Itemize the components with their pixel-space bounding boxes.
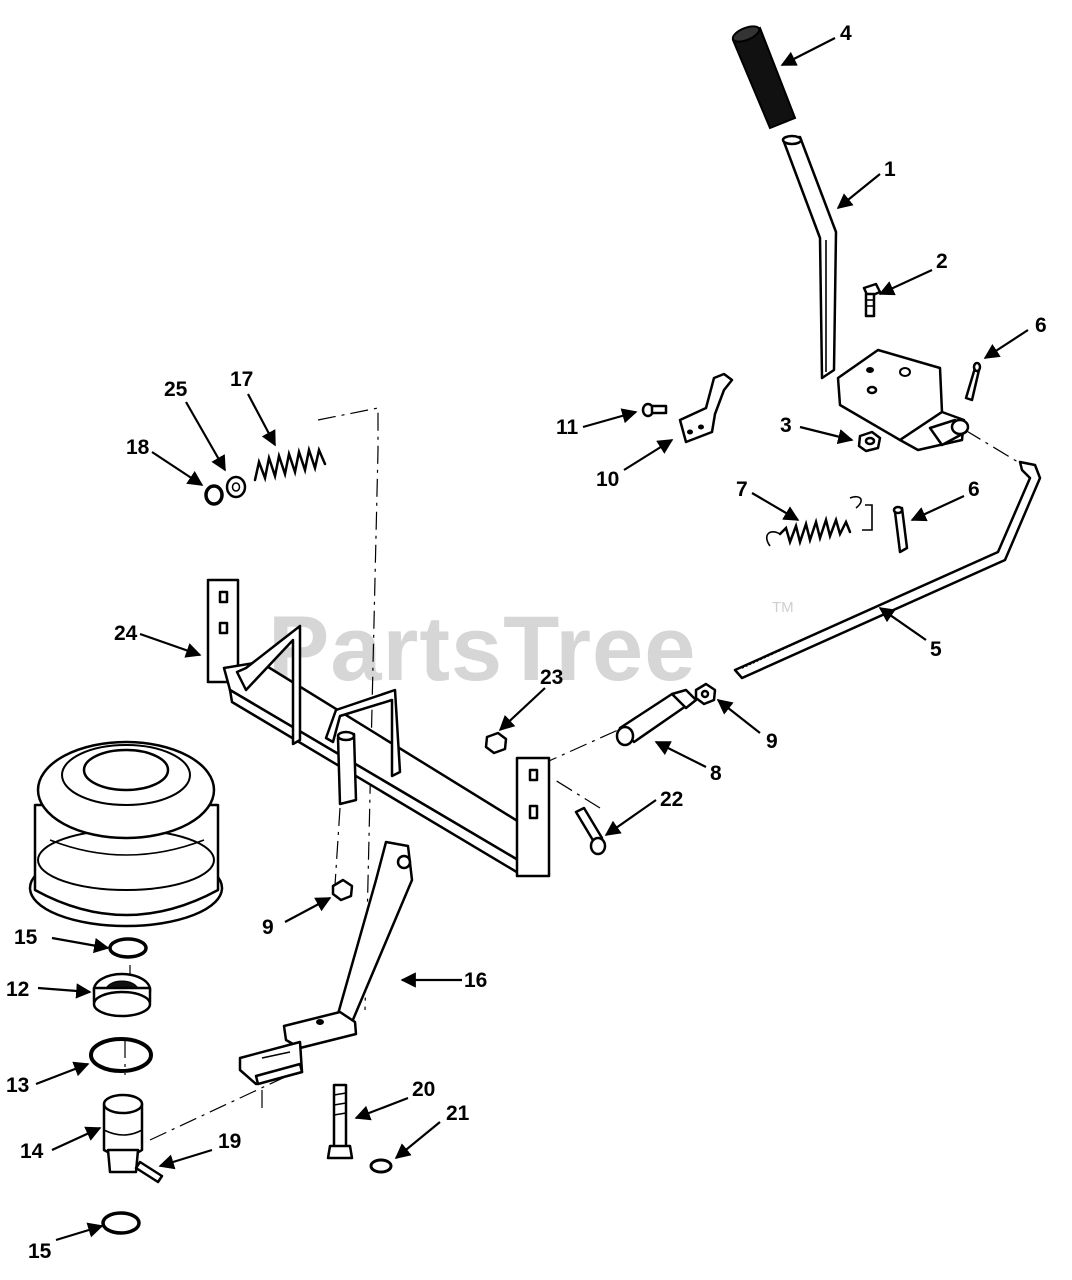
callout-17: 17: [230, 368, 253, 391]
callout-21: 21: [446, 1102, 470, 1125]
callout-3: 3: [780, 414, 792, 437]
part-24-frame: [206, 578, 551, 878]
part-8-spacer: [615, 688, 698, 747]
callout-6-lower: 6: [968, 478, 980, 501]
part-6-cotter-pin-top: [964, 361, 982, 402]
callout-9-left: 9: [262, 916, 274, 939]
callout-24: 24: [114, 622, 138, 645]
part-9-nut-lower: [331, 878, 354, 902]
callout-22: 22: [660, 788, 683, 811]
part-23-nut: [484, 731, 508, 755]
part-6-cotter-pin-lower: [892, 505, 909, 554]
part-1-lever: [781, 134, 838, 380]
part-21-washer: [369, 1158, 393, 1174]
part-5-rod: [733, 460, 1042, 680]
callout-13: 13: [6, 1074, 29, 1097]
part-15-ring-upper: [108, 937, 148, 959]
assembly-lines: [124, 407, 1019, 1141]
callout-25: 25: [164, 378, 188, 401]
part-7-spring: [765, 495, 862, 547]
part-12-bearing: [92, 972, 152, 1018]
part-22-bolt: [574, 806, 607, 856]
callout-12: 12: [6, 978, 29, 1001]
callout-15-bottom: 15: [28, 1240, 52, 1263]
callout-6-top: 6: [1035, 314, 1047, 337]
callout-11: 11: [556, 416, 579, 439]
callout-7: 7: [736, 478, 748, 501]
part-19-pin: [134, 1160, 164, 1184]
part-1-bracket: [836, 348, 970, 452]
part-18-clip: [204, 484, 224, 506]
part-4-grip: [731, 25, 797, 130]
callout-16: 16: [464, 969, 487, 992]
callout-14: 14: [20, 1140, 44, 1163]
callout-1: 1: [884, 158, 896, 181]
part-2-bolt: [862, 282, 882, 318]
part-17-spring: [253, 445, 327, 483]
callout-10: 10: [596, 468, 619, 491]
watermark-trademark: TM: [772, 599, 794, 616]
callout-23: 23: [540, 666, 563, 689]
callout-labels: 4 1 2 6 3 11 10 17 25 18 7 6 24 5 23 9 8…: [6, 22, 1047, 1263]
callout-15-top: 15: [14, 926, 38, 949]
callout-18: 18: [126, 436, 150, 459]
part-20-bolt: [326, 1083, 354, 1160]
part-15-ring-lower: [101, 1211, 141, 1235]
part-25-washer: [225, 475, 247, 499]
callout-19: 19: [218, 1130, 241, 1153]
part-13-ring: [89, 1037, 153, 1073]
part-16-arm: [238, 840, 414, 1086]
part-14-shaft: [102, 1093, 144, 1174]
part-11-screw: [641, 402, 668, 418]
callout-20: 20: [412, 1078, 435, 1101]
callout-5: 5: [930, 638, 942, 661]
callout-8: 8: [710, 762, 722, 785]
callout-9-right: 9: [766, 730, 778, 753]
watermark: PartsTree TM: [268, 598, 794, 700]
watermark-text: PartsTree: [268, 598, 696, 700]
pulley: [28, 740, 224, 928]
part-3-nut: [857, 430, 882, 453]
callout-2: 2: [936, 250, 948, 273]
part-9-nut-upper: [694, 682, 717, 706]
leader-arrows: [35, 37, 1029, 1242]
part-10-bracket: [678, 372, 734, 444]
callout-4: 4: [840, 22, 852, 45]
